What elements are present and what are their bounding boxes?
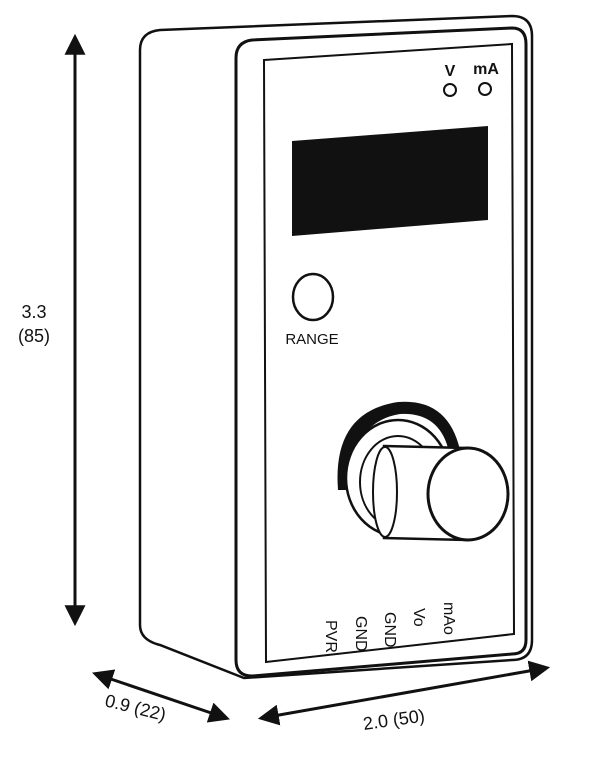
range-button[interactable] — [291, 272, 335, 322]
terminal-label-vo: Vo — [410, 608, 427, 627]
current-indicator-label: mA — [473, 61, 499, 78]
lcd-display — [292, 126, 488, 236]
width-dimension-arrow — [257, 660, 551, 726]
knob-cap — [426, 446, 510, 542]
adjust-knob[interactable] — [337, 401, 510, 542]
knob-shaft-end — [372, 446, 398, 538]
voltage-indicator-label: V — [445, 63, 456, 80]
terminal-label-gnd-2: GND — [381, 612, 398, 648]
height-dimension-value: 3.3 — [21, 302, 46, 322]
terminal-label-mao: mAo — [440, 602, 457, 635]
voltage-led-icon — [443, 83, 457, 97]
depth-dimension-arrow — [92, 669, 230, 723]
terminal-label-gnd-1: GND — [352, 616, 369, 652]
current-led-icon — [478, 82, 492, 96]
terminal-labels: PVR GND GND Vo mAo — [322, 602, 457, 653]
terminal-label-pwr: PVR — [322, 620, 339, 653]
range-button-label: RANGE — [285, 331, 338, 348]
knob-dial-arc — [337, 401, 460, 490]
height-dimension-metric: (85) — [18, 326, 50, 346]
width-dimension-label: 2.0 (50) — [362, 706, 426, 734]
